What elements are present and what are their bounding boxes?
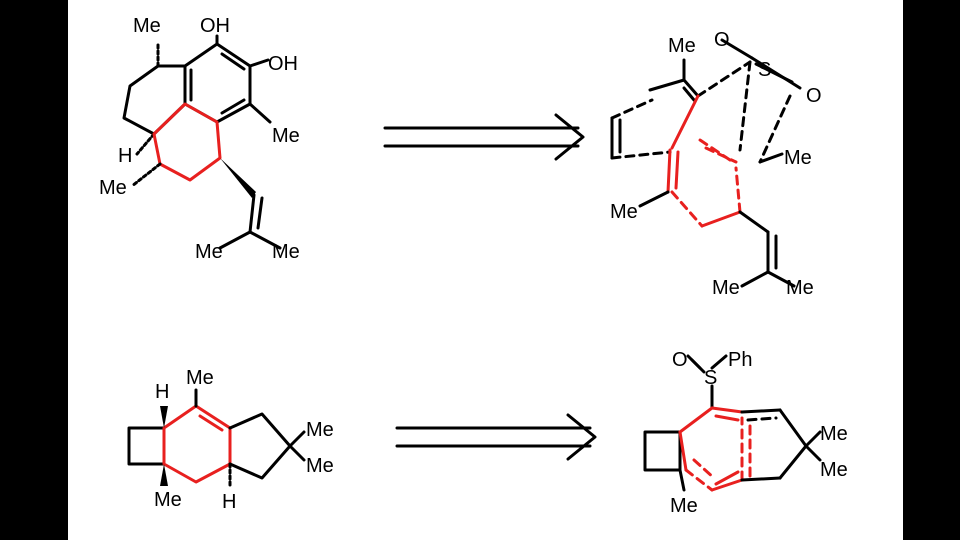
phenyl-label: Ph [728,349,752,371]
me-label: Me [610,201,638,223]
me-label: Me [820,459,848,481]
sulfur-label: S [704,367,717,389]
me-label: Me [668,35,696,57]
molecule-bottom-left: H Me Me Me Me H [127,367,334,513]
retrosynthesis-arrow-bottom [395,413,597,461]
molecule-bottom-right: O S Ph Me Me Me [643,349,848,517]
me-label: Me [186,367,214,389]
h-label: H [155,381,169,403]
me-label: Me [133,15,161,37]
me-label: Me [786,277,814,299]
me-label: Me [784,147,812,169]
me-label: Me [306,419,334,441]
me-label: Me [306,455,334,477]
h-label: H [222,491,236,513]
oxygen-label: O [672,349,688,371]
me-label: Me [820,423,848,445]
oxygen-label: O [714,29,730,51]
me-label: Me [154,489,182,511]
molecule-top-left: Me OH OH Me H Me Me Me [99,15,300,263]
h-label: H [118,145,132,167]
oh-label: OH [268,53,298,75]
me-label: Me [712,277,740,299]
me-label: Me [272,125,300,147]
sulfur-label: S [758,59,771,81]
oh-label: OH [200,15,230,37]
oxygen-label: O [806,85,822,107]
me-label: Me [670,495,698,517]
me-label: Me [99,177,127,199]
me-label: Me [272,241,300,263]
retrosynthesis-arrow-top [383,113,585,161]
me-label: Me [195,241,223,263]
molecule-top-right: Me O S O Me Me Me Me [610,29,822,299]
diagram-panel [68,0,903,540]
